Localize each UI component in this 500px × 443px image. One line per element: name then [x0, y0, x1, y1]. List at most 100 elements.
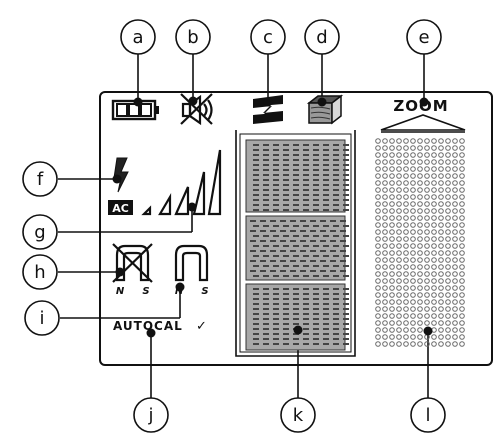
zoom-dot [431, 215, 437, 221]
bargraph-segment [283, 149, 289, 151]
bargraph-segment [340, 250, 346, 252]
bargraph-segment [283, 313, 289, 315]
zoom-dot [424, 166, 430, 172]
bargraph-segment [293, 343, 299, 345]
zoom-dot [452, 229, 458, 235]
bargraph-segment [283, 255, 289, 257]
zoom-dot [382, 257, 388, 263]
zoom-dot [438, 159, 444, 165]
zoom-dot [410, 236, 416, 242]
zoom-dot [459, 292, 465, 298]
zoom-dot [459, 201, 465, 207]
bargraph-segment [343, 313, 349, 315]
bargraph-segment [320, 230, 326, 232]
zoom-dot [375, 215, 381, 221]
zoom-dot [375, 236, 381, 242]
zoom-dot [431, 201, 437, 207]
zoom-dot [375, 166, 381, 172]
zoom-dot [417, 306, 423, 312]
bargraph-segment [260, 240, 266, 242]
zoom-dot [389, 341, 395, 347]
zoom-dot [459, 145, 465, 151]
bargraph-segment [320, 240, 326, 242]
zoom-dot [459, 166, 465, 172]
zoom-dot [452, 271, 458, 277]
zoom-dot [382, 243, 388, 249]
bargraph-segment [263, 323, 269, 325]
zoom-dot [438, 313, 444, 319]
zoom-dot [410, 180, 416, 186]
bargraph-segment [303, 209, 309, 211]
zoom-dot [389, 236, 395, 242]
zoom-dot [410, 341, 416, 347]
zoom-dot [375, 285, 381, 291]
zoom-dot [452, 334, 458, 340]
bargraph-segment [300, 220, 306, 222]
bargraph-segment [323, 275, 329, 277]
zoom-dot [403, 257, 409, 263]
bargraph-segment [263, 333, 269, 335]
zoom-dot [438, 341, 444, 347]
zoom-dot [424, 159, 430, 165]
bargraph-segment [293, 179, 299, 181]
zoom-dot [417, 215, 423, 221]
zoom-dot [382, 138, 388, 144]
bargraph-segment [343, 275, 349, 277]
bargraph-segment [333, 245, 339, 247]
bargraph-segment [340, 220, 346, 222]
zoom-dot [417, 208, 423, 214]
zoom-dot [445, 320, 451, 326]
zoom-dot [417, 271, 423, 277]
bargraph-segment [283, 179, 289, 181]
bargraph-segment [263, 343, 269, 345]
bargraph-segment [253, 298, 259, 300]
ac-badge [108, 200, 133, 215]
bargraph-segment [313, 204, 319, 206]
zoom-dot [431, 236, 437, 242]
bargraph-segment [253, 164, 259, 166]
zoom-dot [417, 257, 423, 263]
zoom-dot [417, 264, 423, 270]
zoom-dot [403, 229, 409, 235]
bargraph-segment [270, 250, 276, 252]
bargraph-segment [343, 174, 349, 176]
bargraph-segment [323, 255, 329, 257]
zoom-dot [424, 271, 430, 277]
callout-d: d [304, 19, 340, 55]
bargraph-segment [263, 159, 269, 161]
zoom-dot [403, 208, 409, 214]
zoom-dot [438, 292, 444, 298]
bargraph-segment [263, 255, 269, 257]
bargraph-segment [323, 338, 329, 340]
zoom-dot [410, 271, 416, 277]
bargraph-segment [263, 184, 269, 186]
bargraph-segment [343, 245, 349, 247]
pole-s-label-2: S [201, 286, 208, 297]
zoom-dot [431, 208, 437, 214]
zoom-dot [459, 215, 465, 221]
zoom-dot [389, 201, 395, 207]
bargraph-segment [333, 298, 339, 300]
bargraph-segment [283, 298, 289, 300]
callout-label-l: l [425, 405, 430, 426]
zoom-dot [459, 187, 465, 193]
zoom-dot [424, 208, 430, 214]
zoom-dot [403, 173, 409, 179]
bargraph-segment [260, 270, 266, 272]
zoom-dot [459, 299, 465, 305]
zoom-dot [417, 299, 423, 305]
zoom-dot [417, 222, 423, 228]
zoom-dot [459, 222, 465, 228]
zoom-dot [445, 313, 451, 319]
bargraph-segment [310, 240, 316, 242]
bargraph-segment [323, 293, 329, 295]
zoom-dot [375, 229, 381, 235]
bargraph-segment [313, 275, 319, 277]
bargraph-segment [263, 245, 269, 247]
bargraph-segment [313, 225, 319, 227]
zoom-dot [382, 306, 388, 312]
zoom-dot [410, 327, 416, 333]
bargraph-segment [343, 144, 349, 146]
zoom-dot [431, 264, 437, 270]
bargraph-segment [333, 343, 339, 345]
